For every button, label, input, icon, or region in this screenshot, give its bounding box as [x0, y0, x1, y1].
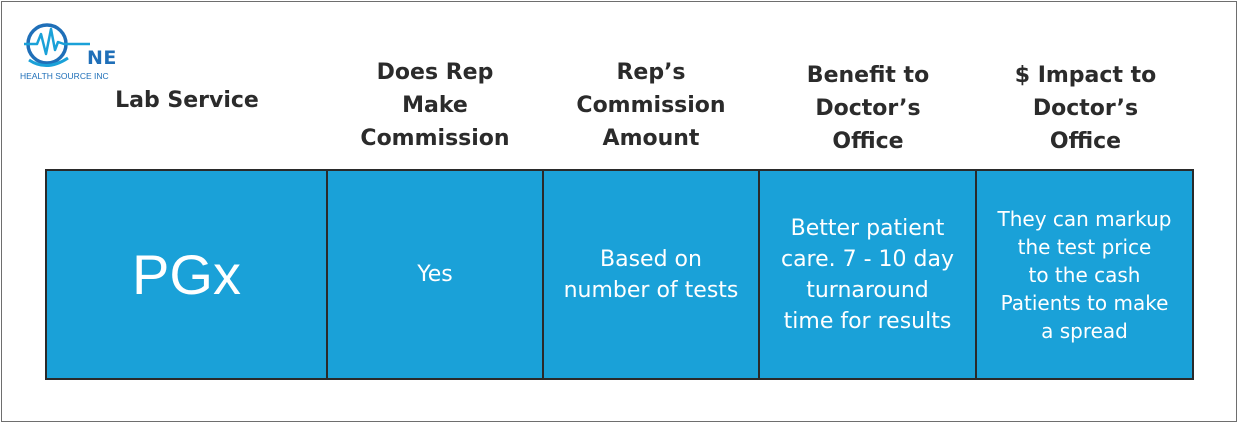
logo-subtitle: HEALTH SOURCE INC: [20, 71, 109, 81]
header-rep-commission: Does Rep Make Commission: [327, 45, 543, 165]
heartbeat-globe-icon: [24, 23, 90, 67]
header-impact-text: $ Impact to Doctor’s Office: [1014, 62, 1157, 154]
logo-text: NE: [87, 47, 117, 69]
cell-lab-service-text: PGx: [132, 242, 241, 306]
header-rep-commission-text: Does Rep Make Commission: [360, 59, 510, 151]
cell-benefit-text: Better patient care. 7 - 10 day turnarou…: [780, 215, 955, 334]
service-row: PGx Yes Based on number of tests Better …: [45, 169, 1194, 380]
header-lab-service-text: Lab Service: [115, 87, 259, 113]
cell-benefit: Better patient care. 7 - 10 day turnarou…: [760, 171, 977, 378]
header-commission-amount-text: Rep’s Commission Amount: [576, 59, 726, 151]
cell-impact-text: They can markup the test price to the ca…: [997, 206, 1172, 343]
cell-commission-amount: Based on number of tests: [544, 171, 760, 378]
header-benefit-text: Benefit to Doctor’s Office: [806, 62, 930, 154]
header-impact: $ Impact to Doctor’s Office: [977, 48, 1194, 168]
cell-rep-commission: Yes: [328, 171, 544, 378]
cell-lab-service: PGx: [47, 171, 328, 378]
cell-impact: They can markup the test price to the ca…: [977, 171, 1192, 378]
header-benefit: Benefit to Doctor’s Office: [759, 48, 977, 168]
company-logo: NE HEALTH SOURCE INC: [20, 20, 130, 84]
header-commission-amount: Rep’s Commission Amount: [543, 45, 759, 165]
cell-commission-amount-text: Based on number of tests: [563, 246, 739, 303]
header-lab-service: Lab Service: [47, 40, 327, 160]
cell-rep-commission-text: Yes: [417, 262, 453, 287]
